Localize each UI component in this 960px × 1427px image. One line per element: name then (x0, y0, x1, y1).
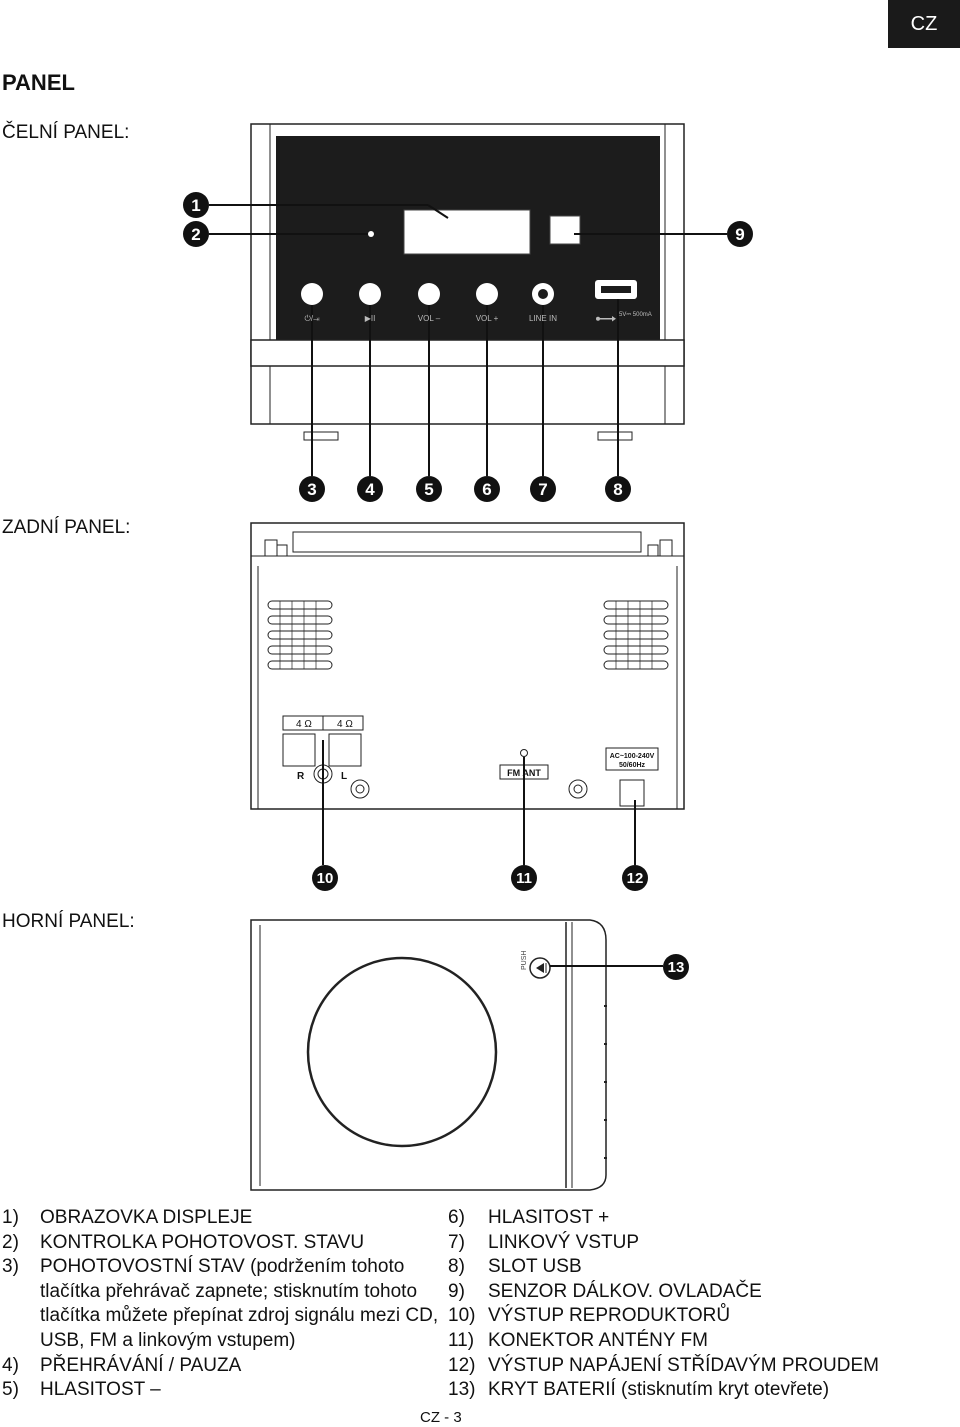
button-label-vol-down: VOL – (418, 314, 441, 323)
page-number: CZ - 3 (420, 1409, 462, 1426)
callout-7: 7 (538, 480, 547, 499)
button-label-vol-up: VOL + (476, 314, 499, 323)
legend-item: 7)LINKOVÝ VSTUP (448, 1231, 639, 1253)
usb-rating-label: 5V⎓ 500mA (619, 312, 652, 318)
legend-item: 2)KONTROLKA POHOTOVOST. STAVU (2, 1231, 365, 1253)
legend-item: 1)OBRAZOVKA DISPLEJE (2, 1207, 253, 1228)
callout-4: 4 (365, 480, 375, 499)
legend-item: 9)SENZOR DÁLKOV. OVLADAČE (448, 1280, 762, 1302)
button-label-line-in: LINE IN (529, 314, 557, 323)
callout-5: 5 (424, 480, 433, 499)
callout-2: 2 (191, 225, 200, 244)
front-panel-heading: ČELNÍ PANEL: (2, 122, 130, 143)
legend-item: 5)HLASITOST – (2, 1379, 161, 1401)
callout-8: 8 (613, 480, 622, 499)
legend-item: 8)SLOT USB (448, 1256, 582, 1278)
usb-icon (596, 316, 616, 322)
legend-right: 6)HLASITOST + 7)LINKOVÝ VSTUP 8)SLOT USB… (448, 1206, 958, 1403)
legend-item: 4)PŘEHRÁVÁNÍ / PAUZA (2, 1354, 242, 1376)
top-panel-heading: HORNÍ PANEL: (2, 911, 135, 932)
legend-item: 12)VÝSTUP NAPÁJENÍ STŘÍDAVÝM PROUDEM (448, 1354, 879, 1376)
language-badge: CZ (888, 0, 960, 48)
legend-item: 3)POHOTOVOSTNÍ STAV (podržením tohoto tl… (2, 1256, 439, 1351)
callout-9: 9 (735, 225, 744, 244)
legend-item: 13)KRYT BATERIÍ (stisknutím kryt otevřet… (448, 1379, 830, 1401)
legend-left: 1)OBRAZOVKA DISPLEJE 2)KONTROLKA POHOTOV… (2, 1206, 442, 1403)
rear-panel-heading: ZADNÍ PANEL: (2, 517, 131, 538)
callout-6: 6 (482, 480, 491, 499)
callout-3: 3 (307, 480, 316, 499)
legend-item: 10)VÝSTUP REPRODUKTORŮ (448, 1305, 731, 1327)
callout-1: 1 (191, 196, 200, 215)
button-label-standby: ⏻/⇥ (305, 314, 321, 323)
button-label-play-pause: ▶II (365, 314, 376, 323)
legend-item: 6)HLASITOST + (448, 1207, 610, 1228)
page-title: PANEL (2, 70, 75, 95)
legend-item: 11)KONEKTOR ANTÉNY FM (448, 1329, 708, 1351)
